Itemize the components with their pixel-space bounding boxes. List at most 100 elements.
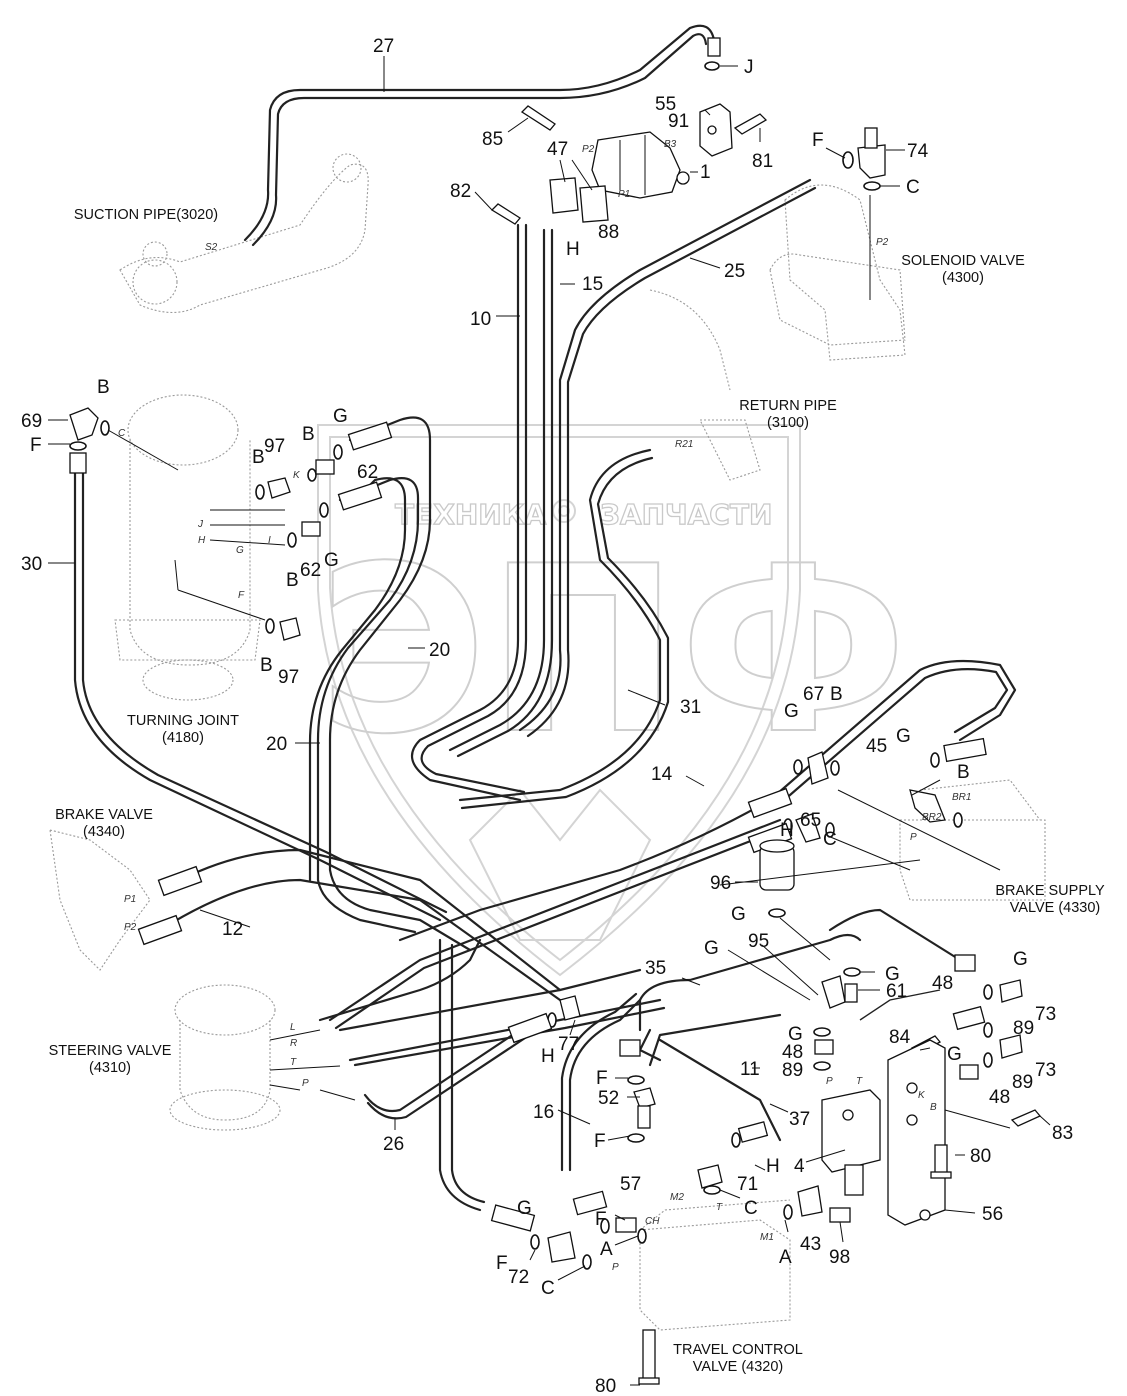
callout-b-low: B: [286, 570, 299, 591]
callout-48b: 48: [782, 1042, 803, 1063]
callout-g-48: G: [788, 1024, 803, 1045]
watermark-right-word: ЗАПЧАСТИ: [600, 498, 772, 531]
watermark-big-mark: ЭПФ: [318, 518, 907, 785]
caption-steering-valve-2: (4310): [89, 1060, 131, 1076]
callout-15: 15: [582, 274, 603, 295]
callout-g-low: G: [324, 550, 339, 571]
callout-25: 25: [724, 261, 745, 282]
callout-31: 31: [680, 697, 701, 718]
port-r-sv: R: [290, 1038, 297, 1049]
port-b3-pump: B3: [664, 139, 677, 150]
callout-g-top: G: [333, 406, 348, 427]
port-p-4: P: [826, 1076, 833, 1087]
callout-h-pump: H: [566, 239, 580, 260]
port-p2-bv: P2: [124, 922, 137, 933]
callout-j: J: [744, 57, 754, 78]
port-f-tj: F: [238, 590, 245, 601]
callout-74: 74: [907, 141, 929, 162]
caption-solenoid-valve-2: (4300): [942, 270, 984, 286]
caption-return-pipe-1: RETURN PIPE: [739, 398, 837, 414]
callout-f-57: F: [595, 1209, 607, 1230]
callout-56: 56: [982, 1204, 1003, 1225]
caption-suction-pipe: SUCTION PIPE(3020): [74, 207, 218, 223]
port-g-tj: G: [236, 545, 244, 556]
callout-52: 52: [598, 1088, 619, 1109]
port-i-tj: I: [268, 535, 271, 546]
callout-11: 11: [740, 1059, 760, 1080]
callout-88: 88: [598, 222, 619, 243]
fittings: [69, 37, 1042, 1385]
callout-69: 69: [21, 411, 42, 432]
callout-b-97a: B: [252, 447, 265, 468]
callout-71: 71: [737, 1174, 758, 1195]
callout-g-61: G: [885, 964, 900, 985]
callout-85: 85: [482, 129, 503, 150]
callout-4: 4: [794, 1156, 805, 1177]
callout-72: 72: [508, 1267, 529, 1288]
caption-travel-control-1: TRAVEL CONTROL: [673, 1342, 803, 1358]
callout-30: 30: [21, 554, 42, 575]
callout-f-tj: F: [30, 435, 42, 456]
callout-b-k: B: [302, 424, 315, 445]
callout-12: 12: [222, 919, 243, 940]
callout-89c: 89: [1012, 1072, 1033, 1093]
caption-turning-joint-1: TURNING JOINT: [127, 713, 239, 729]
callout-47: 47: [547, 139, 568, 160]
port-t-4: T: [856, 1076, 863, 1087]
callout-48c: 48: [989, 1087, 1010, 1108]
port-t-sv: T: [290, 1057, 297, 1068]
port-ch: CH: [645, 1216, 660, 1227]
caption-return-pipe-2: (3100): [767, 415, 809, 431]
callout-26: 26: [383, 1134, 404, 1155]
port-j-tj: J: [197, 519, 204, 530]
callout-b-67: B: [830, 684, 843, 705]
callout-g-73: G: [1013, 949, 1028, 970]
callout-g-67: G: [784, 701, 799, 722]
shield-icon: [317, 424, 801, 977]
callout-b-45: B: [957, 762, 970, 783]
callout-82: 82: [450, 181, 471, 202]
callout-48a: 48: [932, 973, 953, 994]
callout-g-72: G: [517, 1198, 532, 1219]
caption-brake-valve-2: (4340): [83, 824, 125, 840]
port-b-4: B: [930, 1102, 937, 1113]
callout-f-52a: F: [596, 1068, 608, 1089]
callout-97a: 97: [264, 436, 285, 457]
callout-a-43: A: [779, 1247, 792, 1268]
callout-77: 77: [558, 1034, 579, 1055]
callout-20a: 20: [429, 640, 450, 661]
callout-g-45: G: [896, 726, 911, 747]
port-t-tcv: T: [716, 1202, 723, 1213]
callout-37: 37: [789, 1109, 810, 1130]
port-m2: M2: [670, 1192, 684, 1203]
callout-g-96: G: [731, 904, 746, 925]
callout-c-sol: C: [906, 177, 920, 198]
callout-b-97b: B: [260, 655, 273, 676]
port-br2: BR2: [922, 812, 942, 823]
caption-brake-supply-2: VALVE (4330): [1010, 900, 1101, 916]
callout-numbers: 27 J 55 85 91 81 47 F 74 C 1 82 88 H 15 …: [21, 36, 1073, 1396]
callout-65: 65: [800, 810, 821, 831]
port-m1: M1: [760, 1232, 774, 1243]
callout-10: 10: [470, 309, 491, 330]
callout-73b: 73: [1035, 1060, 1056, 1081]
callout-89a: 89: [1013, 1018, 1034, 1039]
callout-b-tj: B: [97, 377, 110, 398]
port-marks: S2 P2 C K J H G I F R21 BR1 BR2 P P1 P2 …: [118, 139, 971, 1273]
component-captions: SUCTION PIPE(3020) SOLENOID VALVE (4300)…: [49, 207, 1105, 1375]
callout-95: 95: [748, 931, 769, 952]
callout-h-65: H: [780, 820, 794, 841]
callout-97b: 97: [278, 667, 299, 688]
callout-c-71: C: [744, 1198, 758, 1219]
callout-55: 55: [655, 94, 676, 115]
caption-solenoid-valve-1: SOLENOID VALVE: [901, 253, 1025, 269]
gear-pump: [591, 131, 690, 199]
callout-h-71: H: [766, 1156, 780, 1177]
callout-61: 61: [886, 981, 907, 1002]
pipe-27: [243, 24, 718, 242]
valve-block-4: [821, 1089, 881, 1196]
callout-1: 1: [700, 162, 711, 183]
filter-96: [759, 839, 795, 918]
callout-98: 98: [829, 1247, 850, 1268]
